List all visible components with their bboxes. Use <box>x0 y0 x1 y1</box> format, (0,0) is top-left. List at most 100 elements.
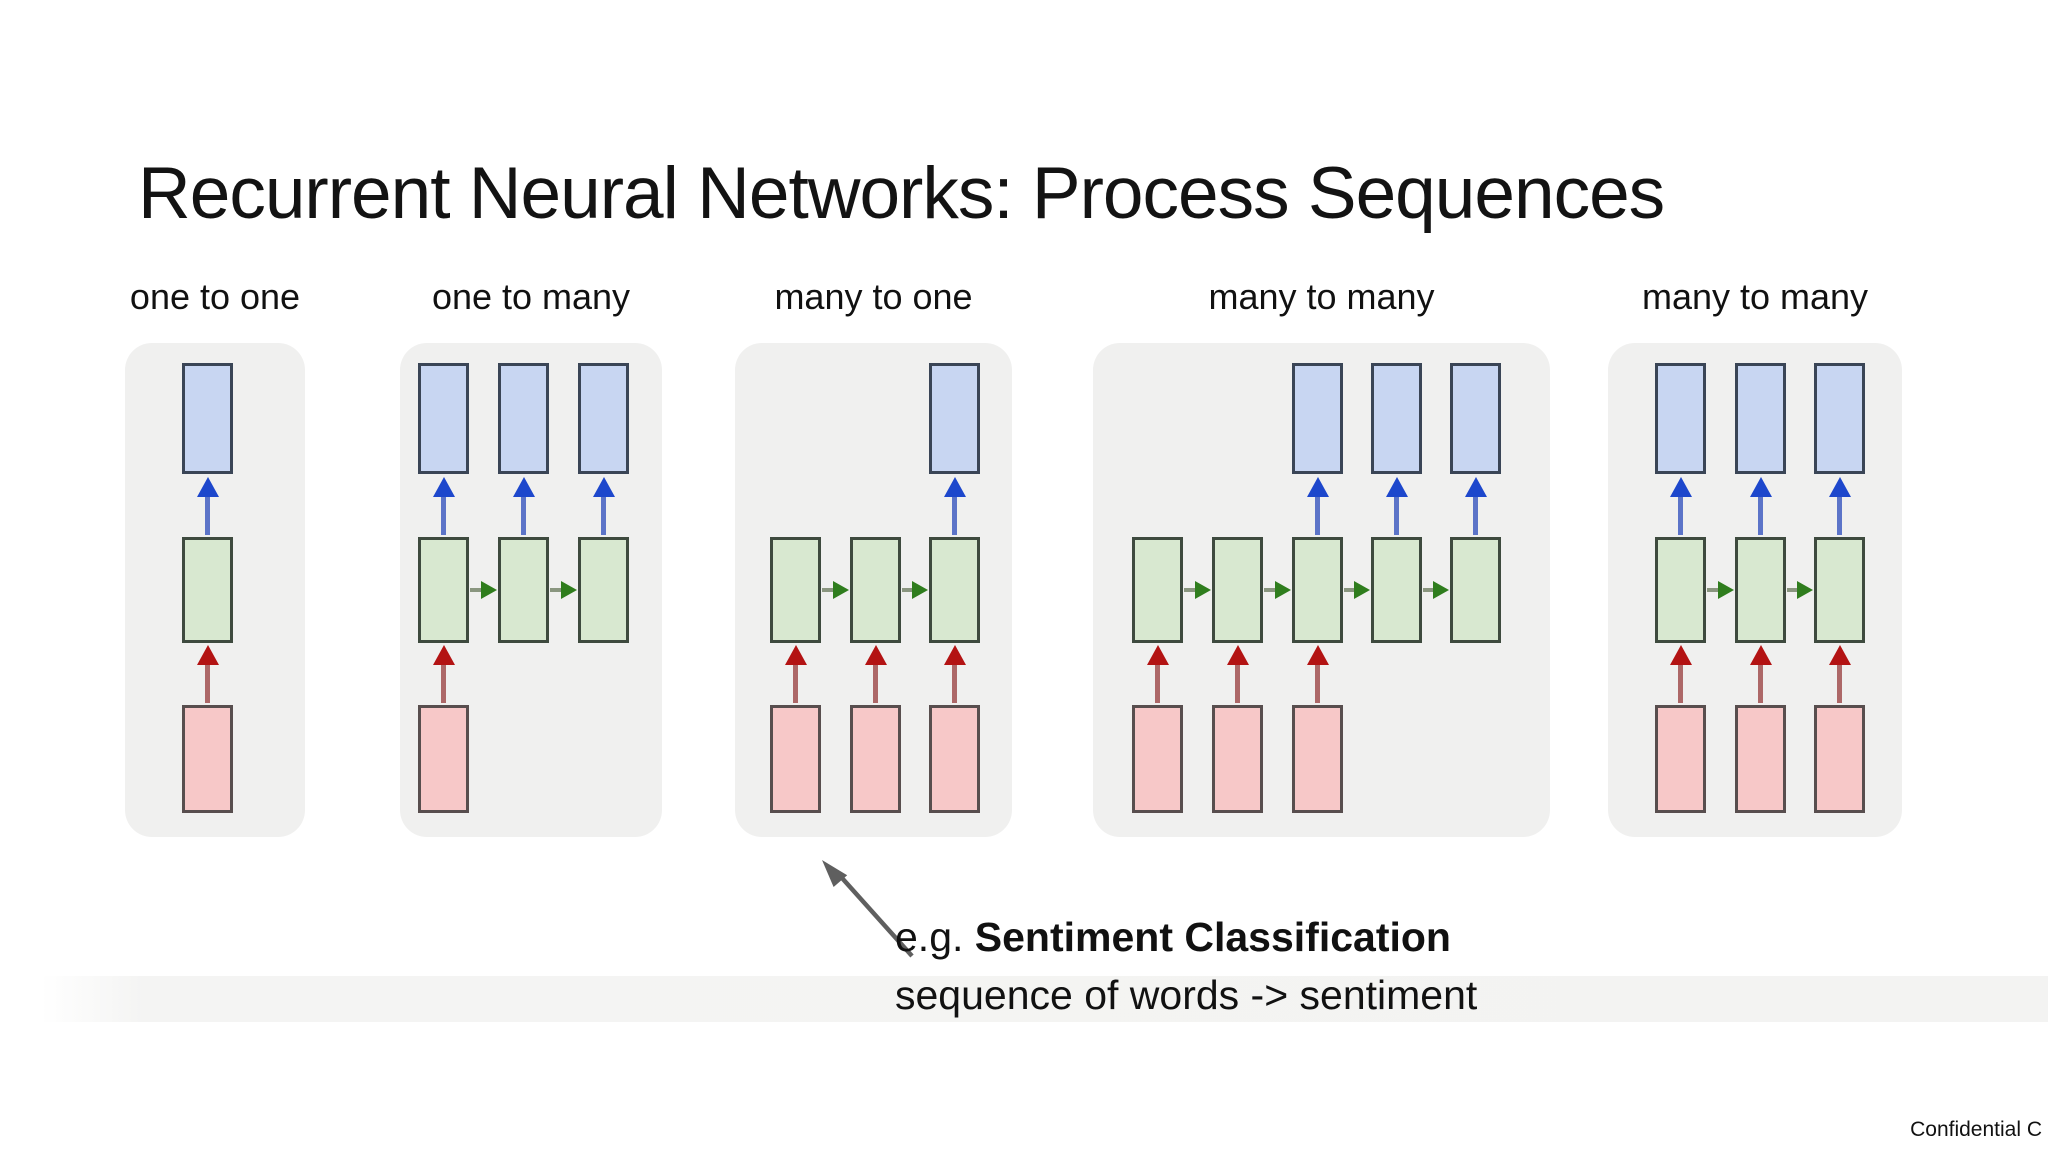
annotation-arrow-icon <box>822 860 914 958</box>
annotation-line1: e.g. Sentiment Classification <box>895 908 1477 966</box>
gray-band <box>0 976 2048 1022</box>
input-box <box>1655 705 1706 813</box>
hidden-arrow-icon <box>1718 581 1734 599</box>
hidden-box <box>578 537 629 643</box>
output-box <box>1450 363 1501 474</box>
annotation-prefix: e.g. <box>895 914 975 960</box>
input-arrow-icon <box>205 661 210 703</box>
input-arrow-icon <box>873 661 878 703</box>
input-arrow-icon <box>1758 661 1763 703</box>
input-arrow-icon <box>1306 645 1329 665</box>
output-arrow-icon <box>205 493 210 535</box>
input-box <box>1735 705 1786 813</box>
hidden-box <box>1212 537 1263 643</box>
hidden-arrow-icon <box>1707 588 1721 592</box>
output-arrow-icon <box>1837 493 1842 535</box>
input-arrow-icon <box>952 661 957 703</box>
output-box <box>418 363 469 474</box>
output-arrow-icon <box>943 477 966 497</box>
output-arrow-icon <box>1828 477 1851 497</box>
panel-label: one to many <box>431 276 631 317</box>
hidden-arrow-icon <box>1184 588 1198 592</box>
output-box <box>578 363 629 474</box>
output-box <box>1371 363 1422 474</box>
hidden-arrow-icon <box>470 588 484 592</box>
input-box <box>182 705 233 813</box>
hidden-box <box>929 537 980 643</box>
hidden-box <box>1655 537 1706 643</box>
hidden-arrow-icon <box>481 581 497 599</box>
hidden-box <box>1450 537 1501 643</box>
input-arrow-icon <box>943 645 966 665</box>
hidden-arrow-icon <box>1195 581 1211 599</box>
hidden-box <box>1292 537 1343 643</box>
output-arrow-icon <box>521 493 526 535</box>
panel-label: many to many <box>1208 276 1435 317</box>
hidden-arrow-icon <box>1264 588 1278 592</box>
output-arrow-icon <box>952 493 957 535</box>
hidden-box <box>1132 537 1183 643</box>
output-arrow-icon <box>432 477 455 497</box>
hidden-box <box>770 537 821 643</box>
output-arrow-icon <box>1315 493 1320 535</box>
panel-label: many to many <box>1641 276 1869 317</box>
annotation-bold: Sentiment Classification <box>974 914 1451 960</box>
input-arrow-icon <box>1146 645 1169 665</box>
hidden-arrow-icon <box>1275 581 1291 599</box>
output-box <box>498 363 549 474</box>
output-arrow-icon <box>592 477 615 497</box>
panel-label: many to one <box>774 276 973 317</box>
input-box <box>418 705 469 813</box>
output-box <box>1814 363 1865 474</box>
panel-label: one to one <box>129 276 301 317</box>
input-arrow-icon <box>1828 645 1851 665</box>
input-arrow-icon <box>784 645 807 665</box>
output-box <box>1735 363 1786 474</box>
hidden-arrow-icon <box>1344 588 1357 592</box>
hidden-arrow-icon <box>833 581 849 599</box>
input-box <box>1132 705 1183 813</box>
input-box <box>1212 705 1263 813</box>
input-arrow-icon <box>196 645 219 665</box>
hidden-box <box>850 537 901 643</box>
input-arrow-icon <box>1155 661 1160 703</box>
input-arrow-icon <box>1837 661 1842 703</box>
output-arrow-icon <box>1473 493 1478 535</box>
output-arrow-icon <box>1385 477 1408 497</box>
output-arrow-icon <box>441 493 446 535</box>
hidden-arrow-icon <box>1433 581 1449 599</box>
hidden-arrow-icon <box>1797 581 1813 599</box>
input-arrow-icon <box>864 645 887 665</box>
output-arrow-icon <box>1394 493 1399 535</box>
input-box <box>770 705 821 813</box>
annotation: e.g. Sentiment Classification sequence o… <box>895 908 1477 1024</box>
hidden-arrow-icon <box>1423 588 1436 592</box>
output-arrow-icon <box>1749 477 1772 497</box>
output-arrow-icon <box>1306 477 1329 497</box>
output-box <box>182 363 233 474</box>
input-box <box>1292 705 1343 813</box>
annotation-line2: sequence of words -> sentiment <box>895 972 1478 1018</box>
output-arrow-icon <box>1464 477 1487 497</box>
input-arrow-icon <box>432 645 455 665</box>
hidden-box <box>182 537 233 643</box>
hidden-arrow-icon <box>912 581 928 599</box>
output-box <box>929 363 980 474</box>
input-box <box>929 705 980 813</box>
output-arrow-icon <box>1669 477 1692 497</box>
output-arrow-icon <box>1758 493 1763 535</box>
input-arrow-icon <box>1235 661 1240 703</box>
output-arrow-icon <box>601 493 606 535</box>
hidden-box <box>498 537 549 643</box>
hidden-arrow-icon <box>822 588 836 592</box>
input-box <box>1814 705 1865 813</box>
hidden-arrow-icon <box>1354 581 1370 599</box>
input-arrow-icon <box>1669 645 1692 665</box>
hidden-box <box>1735 537 1786 643</box>
input-arrow-icon <box>1749 645 1772 665</box>
hidden-arrow-icon <box>550 588 564 592</box>
input-arrow-icon <box>1226 645 1249 665</box>
slide-title: Recurrent Neural Networks: Process Seque… <box>138 153 1665 234</box>
output-box <box>1655 363 1706 474</box>
